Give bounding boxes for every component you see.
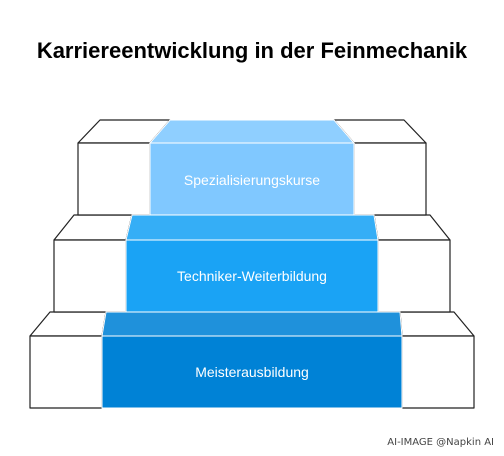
step-bottom-surface <box>101 311 403 337</box>
bottom-left-block-front <box>29 335 103 409</box>
top-left-block-front <box>77 142 151 216</box>
middle-right-block-front <box>377 239 451 313</box>
footer-credit: AI-IMAGE @Napkin AI <box>387 437 494 448</box>
step-middle-surface <box>125 214 379 241</box>
step-middle: Techniker-Weiterbildung <box>125 214 379 313</box>
step-bottom-label: Meisterausbildung <box>195 364 309 380</box>
step-top-front <box>149 142 355 216</box>
step-top: Spezialisierungskurse <box>148 119 356 216</box>
step-bottom-front <box>101 335 403 409</box>
middle-right-block-top <box>373 214 451 241</box>
step-top-label: Spezialisierungskurse <box>184 172 320 188</box>
step-middle-front <box>125 239 379 313</box>
middle-left-block-front <box>53 239 127 313</box>
step-bottom: Meisterausbildung <box>101 311 403 409</box>
bottom-right-block-front <box>401 335 475 409</box>
middle-left-block-top <box>53 214 133 241</box>
bottom-right-block-top <box>399 311 475 337</box>
page-title: Karriereentwicklung in der Feinmechanik <box>36 38 468 63</box>
side-blocks <box>29 119 475 409</box>
step-middle-label: Techniker-Weiterbildung <box>177 268 327 284</box>
top-right-block-front <box>353 142 427 216</box>
step-top-surface <box>148 119 356 144</box>
bottom-left-block-top <box>29 311 107 337</box>
